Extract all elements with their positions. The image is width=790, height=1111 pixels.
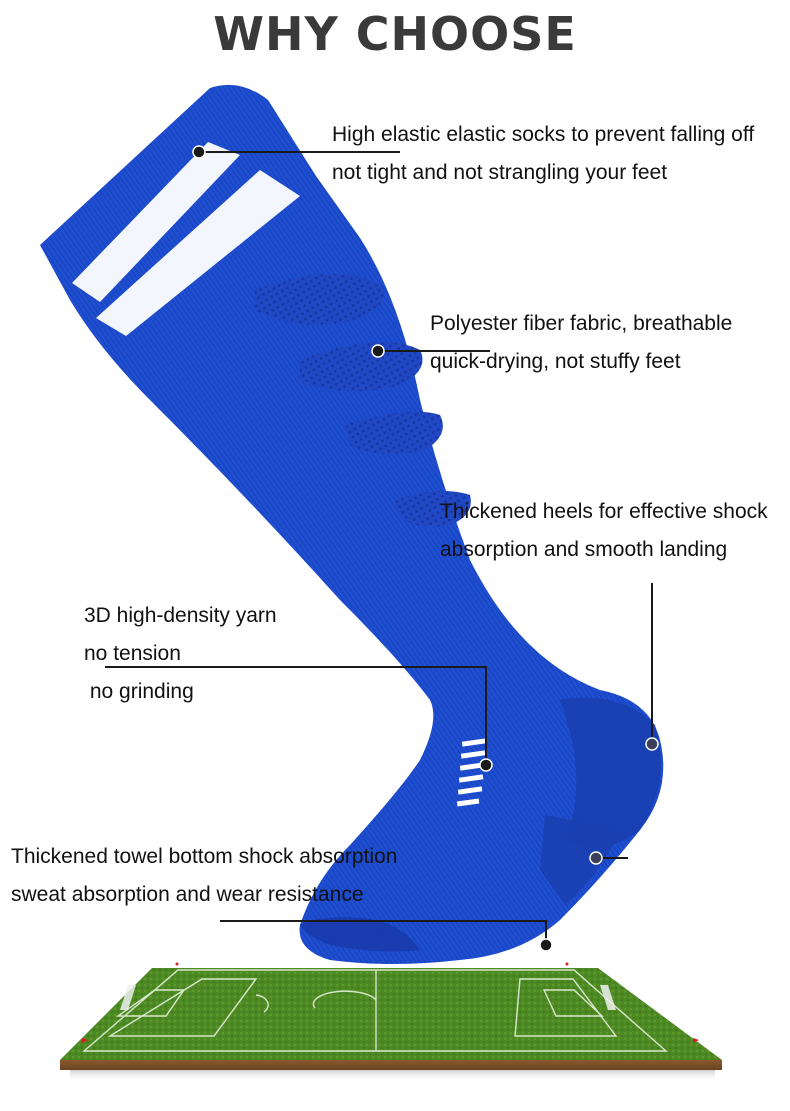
callout-text: quick-drying, not stuffy feet — [430, 350, 681, 373]
callout-towel-bottom: Thickened towel bottom shock absorption … — [11, 838, 397, 914]
callout-dot-fabric — [371, 344, 385, 358]
callout-heel: Thickened heels for effective shock abso… — [440, 493, 768, 569]
callout-yarn: 3D high-density yarn no tension no grind… — [84, 597, 277, 711]
callout-connectors — [105, 151, 653, 945]
callout-text: sweat absorption and wear resistance — [11, 883, 364, 906]
callout-text: no grinding — [84, 680, 194, 703]
football-pitch — [60, 962, 722, 1082]
connector-towel-bottom — [220, 920, 547, 945]
page-title: WHY CHOOSE — [213, 7, 577, 61]
callout-text: Polyester fiber fabric, breathable — [430, 312, 733, 335]
callout-text: High elastic elastic socks to prevent fa… — [332, 123, 755, 146]
callout-elastic-top: High elastic elastic socks to prevent fa… — [332, 116, 754, 192]
callout-dot-elastic-top — [192, 145, 206, 159]
connector-yarn — [105, 666, 487, 765]
callout-text: no tension — [84, 642, 181, 665]
callout-text: 3D high-density yarn — [84, 604, 277, 627]
callout-dot-sole — [589, 851, 603, 865]
callout-text: Thickened towel bottom shock absorption — [11, 845, 398, 868]
sock-illustration — [40, 84, 664, 964]
callout-text: absorption and smooth landing — [440, 538, 728, 561]
callout-dot-yarn — [479, 758, 493, 772]
callout-text: Thickened heels for effective shock — [440, 500, 768, 523]
callout-fabric: Polyester fiber fabric, breathable quick… — [430, 305, 732, 381]
callout-text: not tight and not strangling your feet — [332, 161, 668, 184]
callout-dot-towel-bottom — [539, 938, 553, 952]
callout-dot-heel — [645, 737, 659, 751]
